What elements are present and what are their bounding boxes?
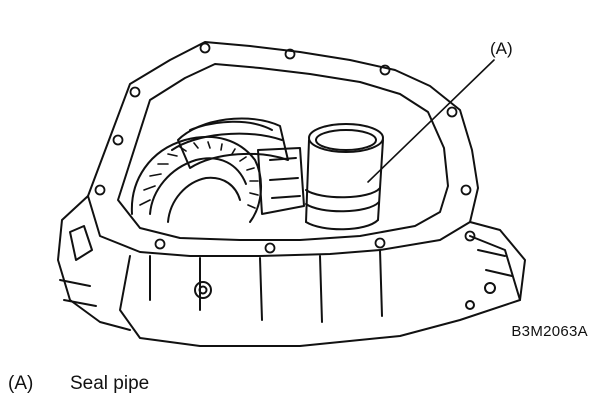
callout-leader-a: [367, 59, 495, 183]
legend-key: (A): [8, 373, 34, 394]
flange-bolt-holes: [94, 42, 476, 254]
seal-pipe-part: [305, 123, 384, 231]
legend-item: (A) Seal pipe: [8, 373, 149, 395]
ring-gear-teeth: [139, 141, 259, 209]
case-flange-inner: [117, 63, 449, 241]
lower-case-body: [119, 235, 521, 347]
pinion-housing: [257, 147, 305, 215]
legend-label: Seal pipe: [70, 373, 150, 394]
lower-bolt: [194, 281, 212, 299]
case-flange-outline: [87, 41, 479, 257]
callout-label-a: (A): [490, 39, 513, 58]
right-extension: [469, 221, 526, 301]
figure-code: B3M2063A: [511, 323, 588, 340]
